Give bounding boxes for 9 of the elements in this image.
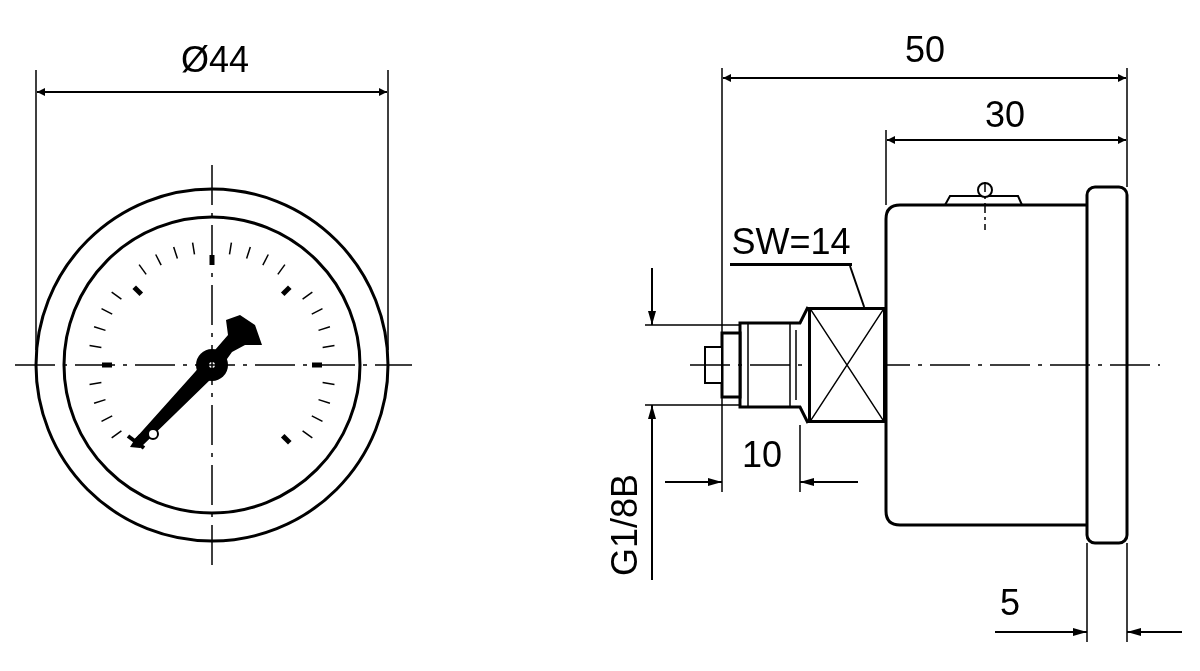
leader-line [849,265,866,308]
dimension-label: G1/8B [605,472,645,579]
dimension-label: 30 [983,95,1026,135]
dimension-label: 10 [740,435,783,475]
dimension-label: Ø44 [179,40,250,80]
hex-nut-drawing [808,307,886,423]
callout-text: SW=14 [730,222,852,266]
dimension-label: 50 [903,30,946,70]
dimension-label: 5 [999,583,1021,623]
